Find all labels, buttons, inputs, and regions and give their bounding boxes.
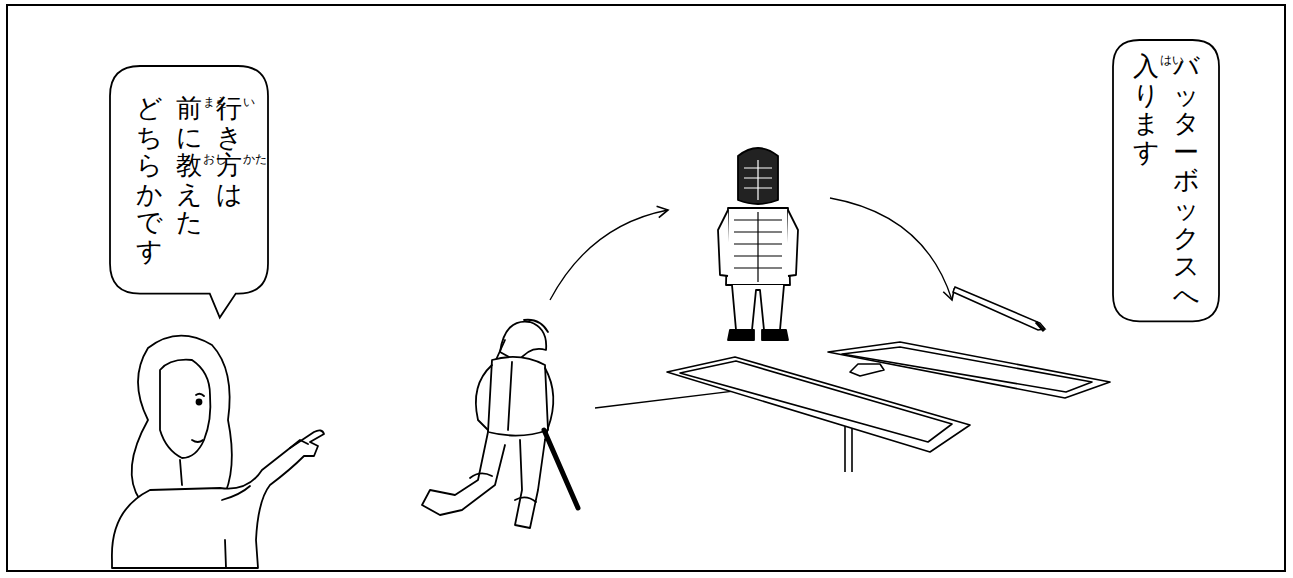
batter-boxes [667, 342, 1110, 472]
vertical-text: バッターボックスへ 入ります [1133, 52, 1199, 309]
furigana: まえ [203, 96, 227, 108]
furigana: おし [203, 153, 227, 165]
bubble-shape [110, 66, 268, 318]
running-batter [422, 320, 578, 528]
furigana: かた [243, 153, 267, 165]
speech-bubble: 行き方は 前に教えた どちらかですいかた まえおし [110, 66, 268, 294]
furigana: い [243, 96, 255, 108]
bubble-outline [1113, 40, 1219, 321]
bat [953, 287, 1045, 331]
catcher [718, 148, 798, 340]
vertical-text: 行き方は 前に教えた どちらかです [136, 94, 242, 266]
bubble-shape [1113, 40, 1219, 321]
frame [7, 5, 1285, 571]
furigana: はい [1160, 54, 1184, 66]
speech-bubble: バッターボックスへ 入りますはい [1113, 40, 1219, 321]
coach [112, 336, 324, 568]
